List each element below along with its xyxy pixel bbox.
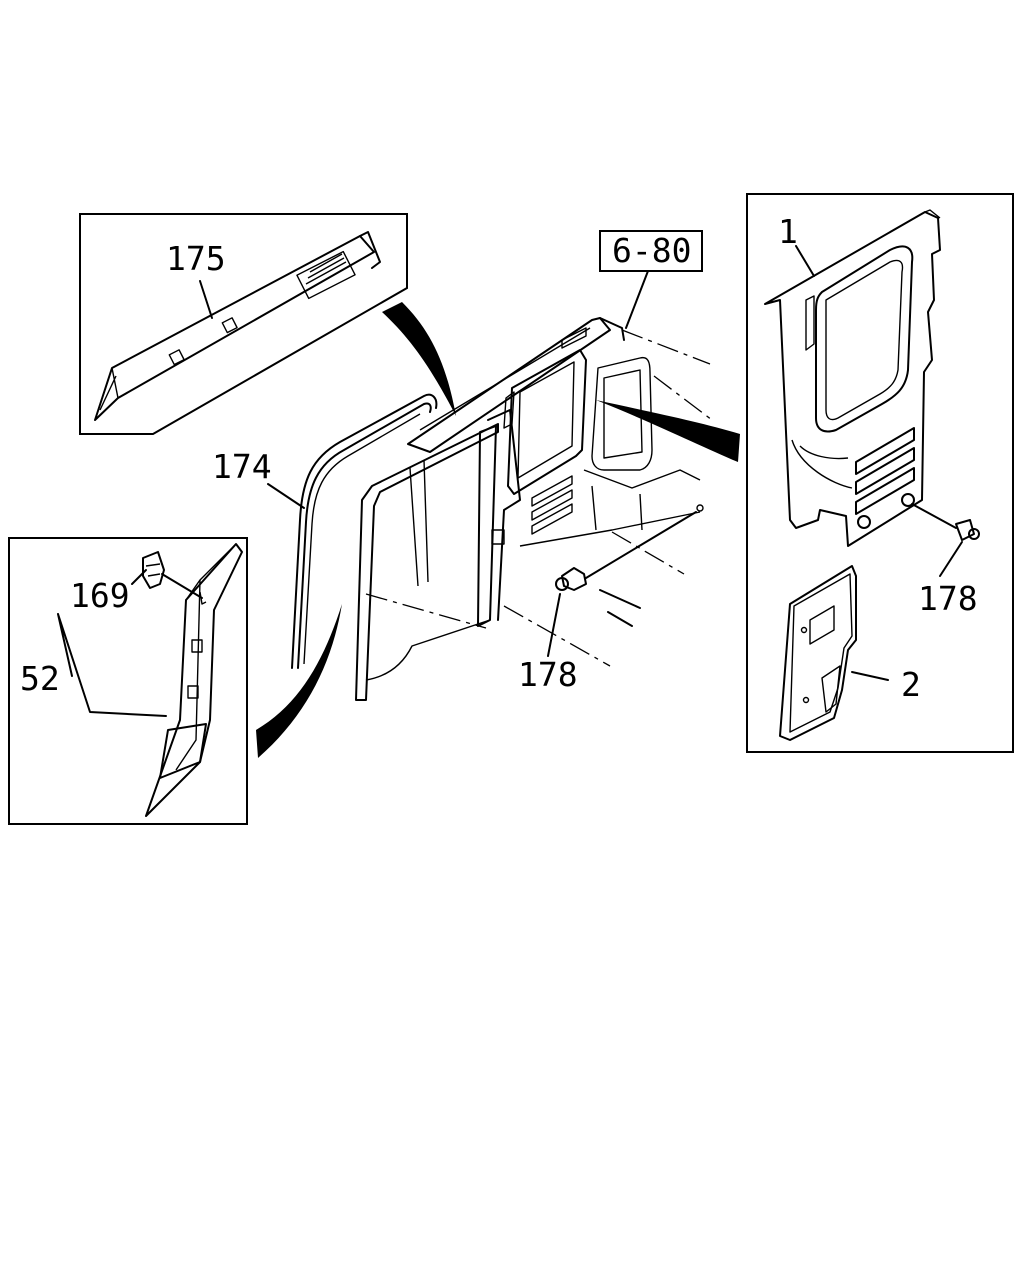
inset-roof-trim-frame <box>79 213 408 435</box>
leader-174 <box>267 483 305 509</box>
callout-wedge-rear-panel <box>596 400 740 462</box>
inset-pillar-trim: 169 52 <box>8 537 248 825</box>
rear-panel-1-drawing <box>764 209 941 547</box>
leader-6-80 <box>625 270 649 329</box>
reference-callout: 6-80 <box>599 230 703 329</box>
leader-169 <box>131 569 147 585</box>
leader-178-center <box>547 593 561 657</box>
leader-1 <box>795 245 815 277</box>
inset-rear-panels: 1 2 178 <box>746 193 1014 753</box>
label-52: 52 <box>20 659 60 698</box>
leader-2 <box>851 671 889 681</box>
leader-175 <box>199 280 213 319</box>
pillar-trim-drawing <box>145 543 243 817</box>
label-1: 1 <box>778 212 798 251</box>
cab-interior-drawing <box>291 317 713 701</box>
clip-178-right-drawing <box>911 503 980 541</box>
label-178-center: 178 <box>518 655 578 694</box>
label-178-right: 178 <box>918 579 978 618</box>
label-169: 169 <box>70 576 130 615</box>
inset-roof-trim: 175 <box>79 213 408 435</box>
roof-side-trim-drawing <box>94 231 381 421</box>
callout-wedge-roof-trim <box>382 302 456 416</box>
leader-52 <box>57 613 167 717</box>
rear-panel-2-drawing <box>779 565 857 741</box>
label-175: 175 <box>166 239 226 278</box>
label-2: 2 <box>901 665 921 704</box>
callout-wedge-pillar <box>256 604 342 758</box>
label-174: 174 <box>212 447 272 486</box>
inset-pillar-trim-frame <box>8 537 248 825</box>
reference-box-label: 6-80 <box>612 231 691 270</box>
leader-178-right <box>939 541 963 577</box>
reference-box-frame <box>599 230 703 272</box>
inset-rear-panels-frame <box>746 193 1014 753</box>
clip-169-drawing <box>142 551 203 599</box>
